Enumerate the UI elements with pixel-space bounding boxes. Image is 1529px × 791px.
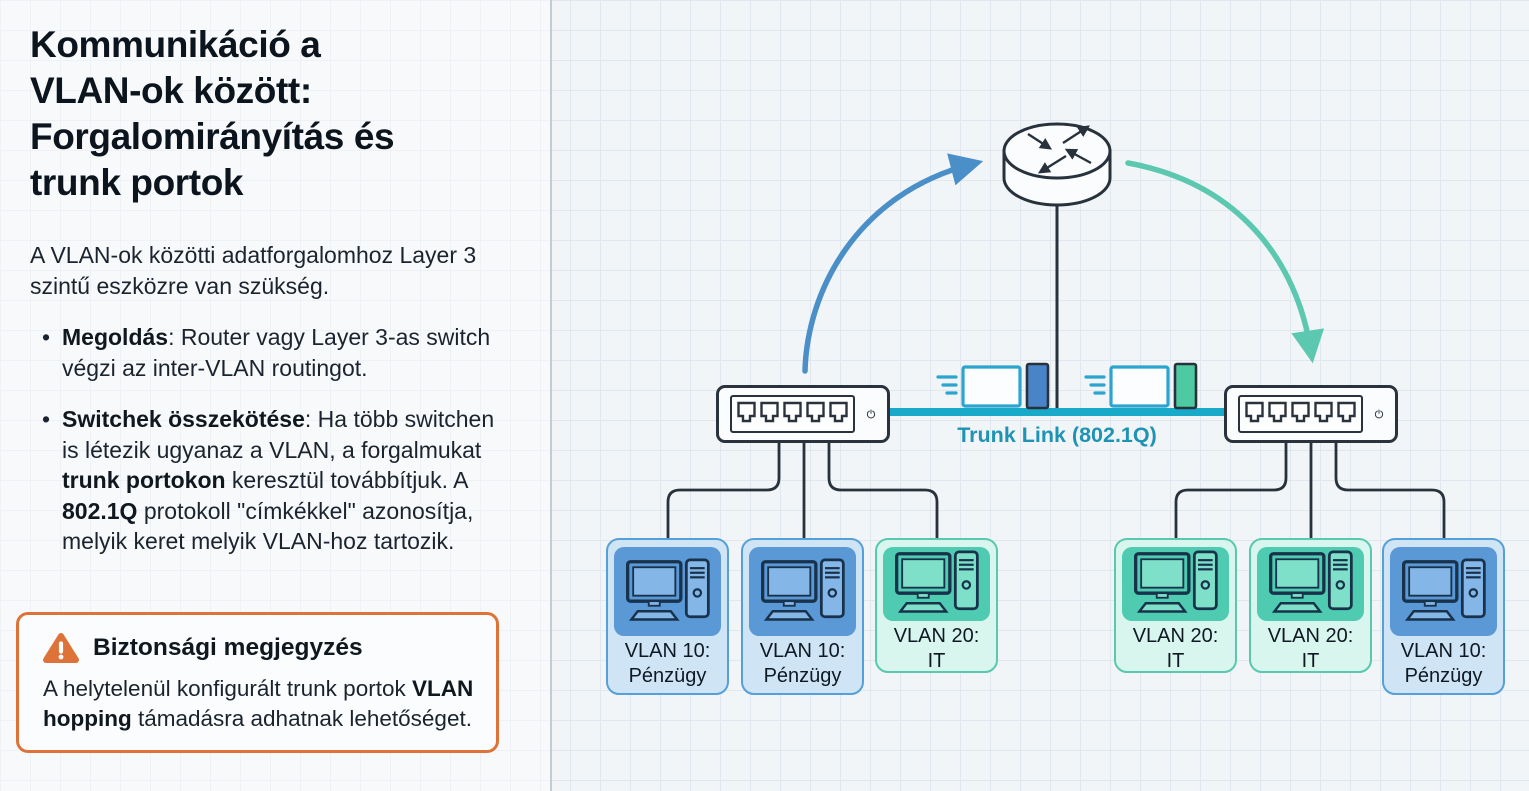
security-note-box: Biztonsági megjegyzés A helytelenül konf… <box>16 612 499 753</box>
pc-card-label: VLAN 20: IT <box>1122 624 1229 674</box>
computer-icon <box>625 558 710 621</box>
computer-icon <box>1401 558 1486 621</box>
ethernet-port-icon <box>783 401 802 423</box>
pc-label-line: VLAN 10: <box>624 640 711 662</box>
pc-label-line: VLAN 10: <box>1400 640 1487 662</box>
router-icon <box>1002 122 1112 207</box>
pc-card-label: VLAN 20: IT <box>1257 624 1364 674</box>
pc-icon-box <box>614 547 721 636</box>
pc-label-line: Pénzügy <box>628 665 707 687</box>
pc-icon-box <box>749 547 856 636</box>
title-line: trunk portok <box>30 162 244 203</box>
bullet-lead: Switchek összekötése <box>62 406 305 432</box>
pc-icon-box <box>1122 547 1229 621</box>
trunk-link-label: Trunk Link (802.1Q) <box>957 423 1157 447</box>
pc-icon-box <box>883 547 990 621</box>
bullet-dot: • <box>42 324 51 350</box>
right-switch-connectors <box>1174 443 1446 538</box>
pc-card-label: VLAN 10: Pénzügy <box>760 639 846 689</box>
ethernet-port-icon <box>1245 401 1264 423</box>
security-note-header: Biztonsági megjegyzés <box>43 632 476 664</box>
ethernet-port-icon <box>1337 401 1356 423</box>
pc-card-label: VLAN 10: Pénzügy <box>1401 639 1487 689</box>
bullet-bold-text: 802.1Q <box>62 497 138 524</box>
bullet-list: • Megoldás: Router vagy Layer 3-as switch… <box>30 322 500 578</box>
warning-text: A helytelenül konfigurált trunk portok <box>43 676 412 701</box>
bullet-bold-text: trunk portokon <box>62 467 226 493</box>
bullet-text: : Ha több switchen is létezik ugyanaz a … <box>62 406 495 463</box>
panel-divider <box>550 0 552 791</box>
bullet-text: : Router vagy Layer 3-as switch végzi az… <box>62 324 491 381</box>
pc-card-vlan20-it: VLAN 20: IT <box>1114 538 1237 673</box>
curved-arrow-icon-blue <box>802 153 984 374</box>
router-arrows <box>1027 125 1092 174</box>
curved-arrow-icon-teal <box>1125 160 1325 364</box>
ethernet-port-icon <box>829 401 848 423</box>
ethernet-port-icon <box>806 401 825 423</box>
warning-bold-text: VLAN hopping <box>43 676 474 731</box>
pc-card-vlan20-it: VLAN 20: IT <box>875 538 998 673</box>
power-icon <box>1374 409 1384 419</box>
ethernet-port-icon <box>1314 401 1333 423</box>
pc-card-vlan10-finance: VLAN 10: Pénzügy <box>741 538 864 695</box>
pc-card-vlan20-it: VLAN 20: IT <box>1249 538 1372 673</box>
pc-label-line: VLAN 10: <box>759 640 846 662</box>
title-line: VLAN-ok között: <box>30 70 312 111</box>
title-line: Forgalomirányítás és <box>30 116 395 157</box>
pc-icon-box <box>1390 547 1497 636</box>
ethernet-port-icon <box>737 401 756 423</box>
pc-label-line: Pénzügy <box>1404 665 1483 687</box>
pc-card-vlan10-finance: VLAN 10: Pénzügy <box>1382 538 1505 695</box>
pc-label-line: VLAN 20: IT <box>1267 625 1354 672</box>
switch-right-ports <box>1238 395 1363 433</box>
pc-card-label: VLAN 10: Pénzügy <box>625 639 711 689</box>
list-item: • Megoldás: Router vagy Layer 3-as switch… <box>30 322 502 383</box>
ethernet-port-icon <box>1291 401 1310 423</box>
pc-card-vlan10-finance: VLAN 10: Pénzügy <box>606 538 729 695</box>
bullet-text: keresztül továbbítjuk. A <box>225 467 468 493</box>
switch-left-ports <box>730 395 855 433</box>
ethernet-port-icon <box>1268 401 1287 423</box>
tagged-frame-icon-vlan10 <box>936 362 1050 410</box>
page-title: Kommunikáció a VLAN-ok között: Forgalomi… <box>30 22 510 206</box>
warning-text: támadásra adhatnak lehetőséget. <box>131 706 472 731</box>
list-item: • Switchek összekötése: Ha több switchen … <box>30 404 502 557</box>
bullet-dot: • <box>42 406 51 432</box>
pc-label-line: Pénzügy <box>763 665 842 687</box>
bullet-text: protokoll "címkékkel" azonosítja, melyik… <box>62 497 474 555</box>
computer-icon <box>1268 550 1353 613</box>
pc-card-label: VLAN 20: IT <box>883 624 990 674</box>
warning-icon <box>43 633 79 663</box>
bullet-lead: Megoldás <box>62 324 169 350</box>
tagged-frame-icon-vlan20 <box>1084 362 1198 410</box>
pc-icon-box <box>1257 547 1364 621</box>
switch-right <box>1224 385 1398 443</box>
pc-label-line: VLAN 20: IT <box>1132 625 1219 672</box>
left-switch-connectors <box>666 443 939 538</box>
ethernet-port-icon <box>760 401 779 423</box>
security-note-title: Biztonsági megjegyzés <box>93 634 363 661</box>
pc-label-line: VLAN 20: IT <box>893 625 980 672</box>
computer-icon <box>760 558 845 621</box>
intro-paragraph: A VLAN-ok közötti adatforgalomhoz Layer … <box>30 242 477 299</box>
title-line: Kommunikáció a <box>30 24 321 65</box>
computer-icon <box>894 550 979 613</box>
security-note-body: A helytelenül konfigurált trunk portok V… <box>43 674 477 734</box>
computer-icon <box>1133 550 1218 613</box>
power-icon <box>866 409 876 419</box>
switch-left <box>716 385 890 443</box>
